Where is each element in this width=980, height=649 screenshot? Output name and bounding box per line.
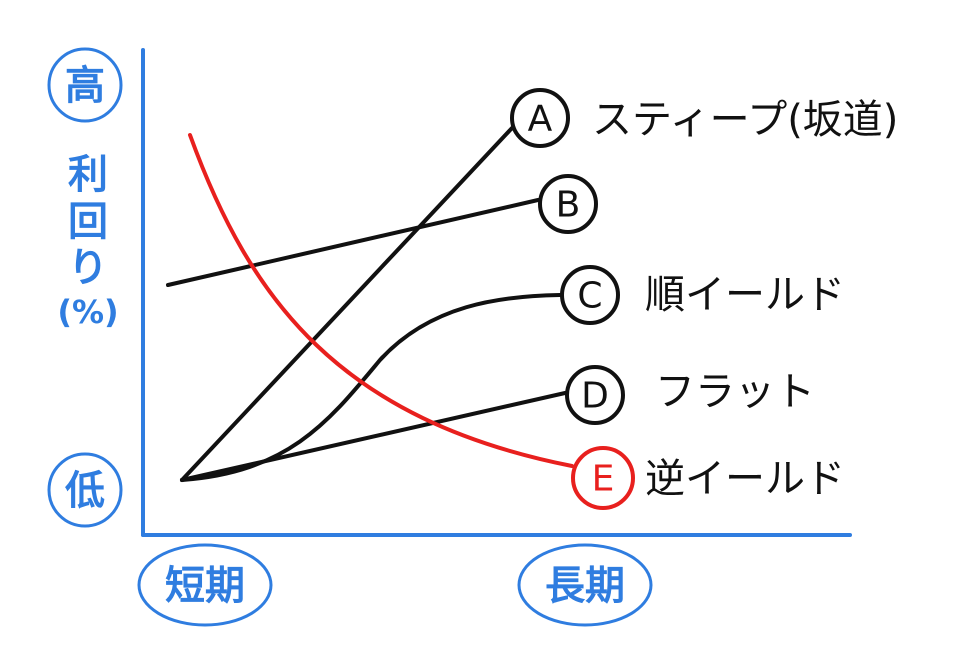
curve-e-label: 逆イールド xyxy=(645,456,845,502)
curve-a-marker xyxy=(510,88,570,148)
curve-d-label: フラット xyxy=(655,369,815,415)
y-low-label: 低 xyxy=(65,468,105,514)
curve-e-letter: E xyxy=(592,459,615,500)
curve-b xyxy=(166,198,540,287)
short-ellipse xyxy=(137,543,273,627)
curve-c-label: 順イールド xyxy=(645,272,845,318)
y-label-char: 利 xyxy=(68,152,108,198)
y-label-char: (%) xyxy=(57,293,118,331)
curve-a-letter: A xyxy=(528,99,553,140)
curve-d-letter: D xyxy=(581,376,609,417)
curve-d-marker xyxy=(565,365,625,425)
low-circle xyxy=(47,452,123,528)
high-circle xyxy=(47,47,123,123)
curve-d-flat xyxy=(180,391,567,482)
y-label-char: 回 xyxy=(68,199,108,245)
long-ellipse xyxy=(517,543,653,627)
curve-c-marker xyxy=(560,265,620,325)
curve-e-inverted xyxy=(188,133,574,468)
curve-c-letter: C xyxy=(577,276,602,317)
curve-b-letter: B xyxy=(556,185,581,226)
y-high-label: 高 xyxy=(65,63,105,109)
curve-e-marker xyxy=(571,446,635,510)
y-label-char: り xyxy=(68,245,108,291)
x-short-label: 短期 xyxy=(165,563,245,609)
x-long-label: 長期 xyxy=(545,563,625,609)
curve-a-steep xyxy=(180,126,514,482)
curve-b-marker xyxy=(538,174,598,234)
curve-a-label: スティープ(坂道) xyxy=(592,97,898,143)
